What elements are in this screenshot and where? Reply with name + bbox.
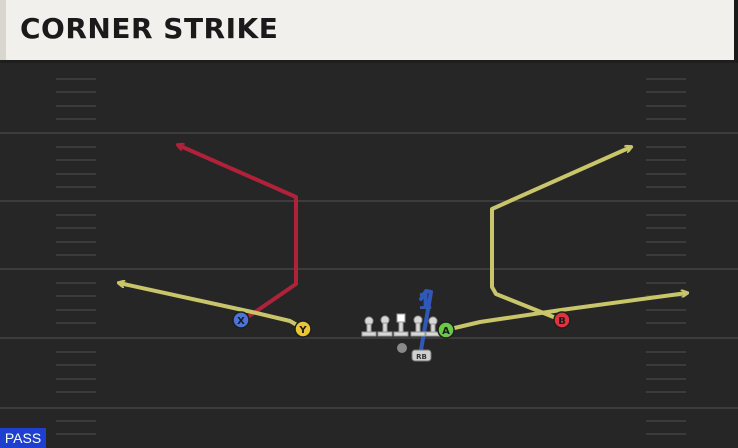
center	[393, 313, 409, 337]
lineman	[361, 316, 377, 337]
route-y-out	[119, 283, 304, 330]
header-accent	[0, 0, 6, 60]
lineman	[410, 315, 426, 337]
player-x[interactable]: X	[232, 311, 250, 329]
play-type-badge: PASS	[0, 428, 46, 448]
player-x-label: X	[237, 316, 245, 327]
player-rb[interactable]: RB	[411, 349, 432, 362]
quarterback-marker	[397, 343, 407, 353]
play-header: CORNER STRIKE	[0, 0, 738, 63]
player-a-label: A	[442, 326, 450, 337]
player-y[interactable]: Y	[294, 320, 312, 338]
route-b-corner	[490, 147, 631, 322]
route-rb-wheel	[419, 289, 433, 352]
football-field	[0, 63, 738, 448]
route-a-streak	[445, 293, 687, 332]
route-x-corner	[178, 145, 298, 323]
player-b[interactable]: B	[553, 311, 571, 329]
player-a[interactable]: A	[437, 321, 455, 339]
lineman	[377, 315, 393, 337]
player-b-label: B	[558, 316, 566, 327]
yard-lines	[0, 132, 738, 409]
player-y-label: Y	[298, 325, 307, 336]
offensive-line	[361, 313, 441, 337]
player-rb-label: RB	[416, 353, 427, 361]
play-title: CORNER STRIKE	[20, 12, 279, 45]
rb-route-number: 1	[417, 290, 432, 315]
